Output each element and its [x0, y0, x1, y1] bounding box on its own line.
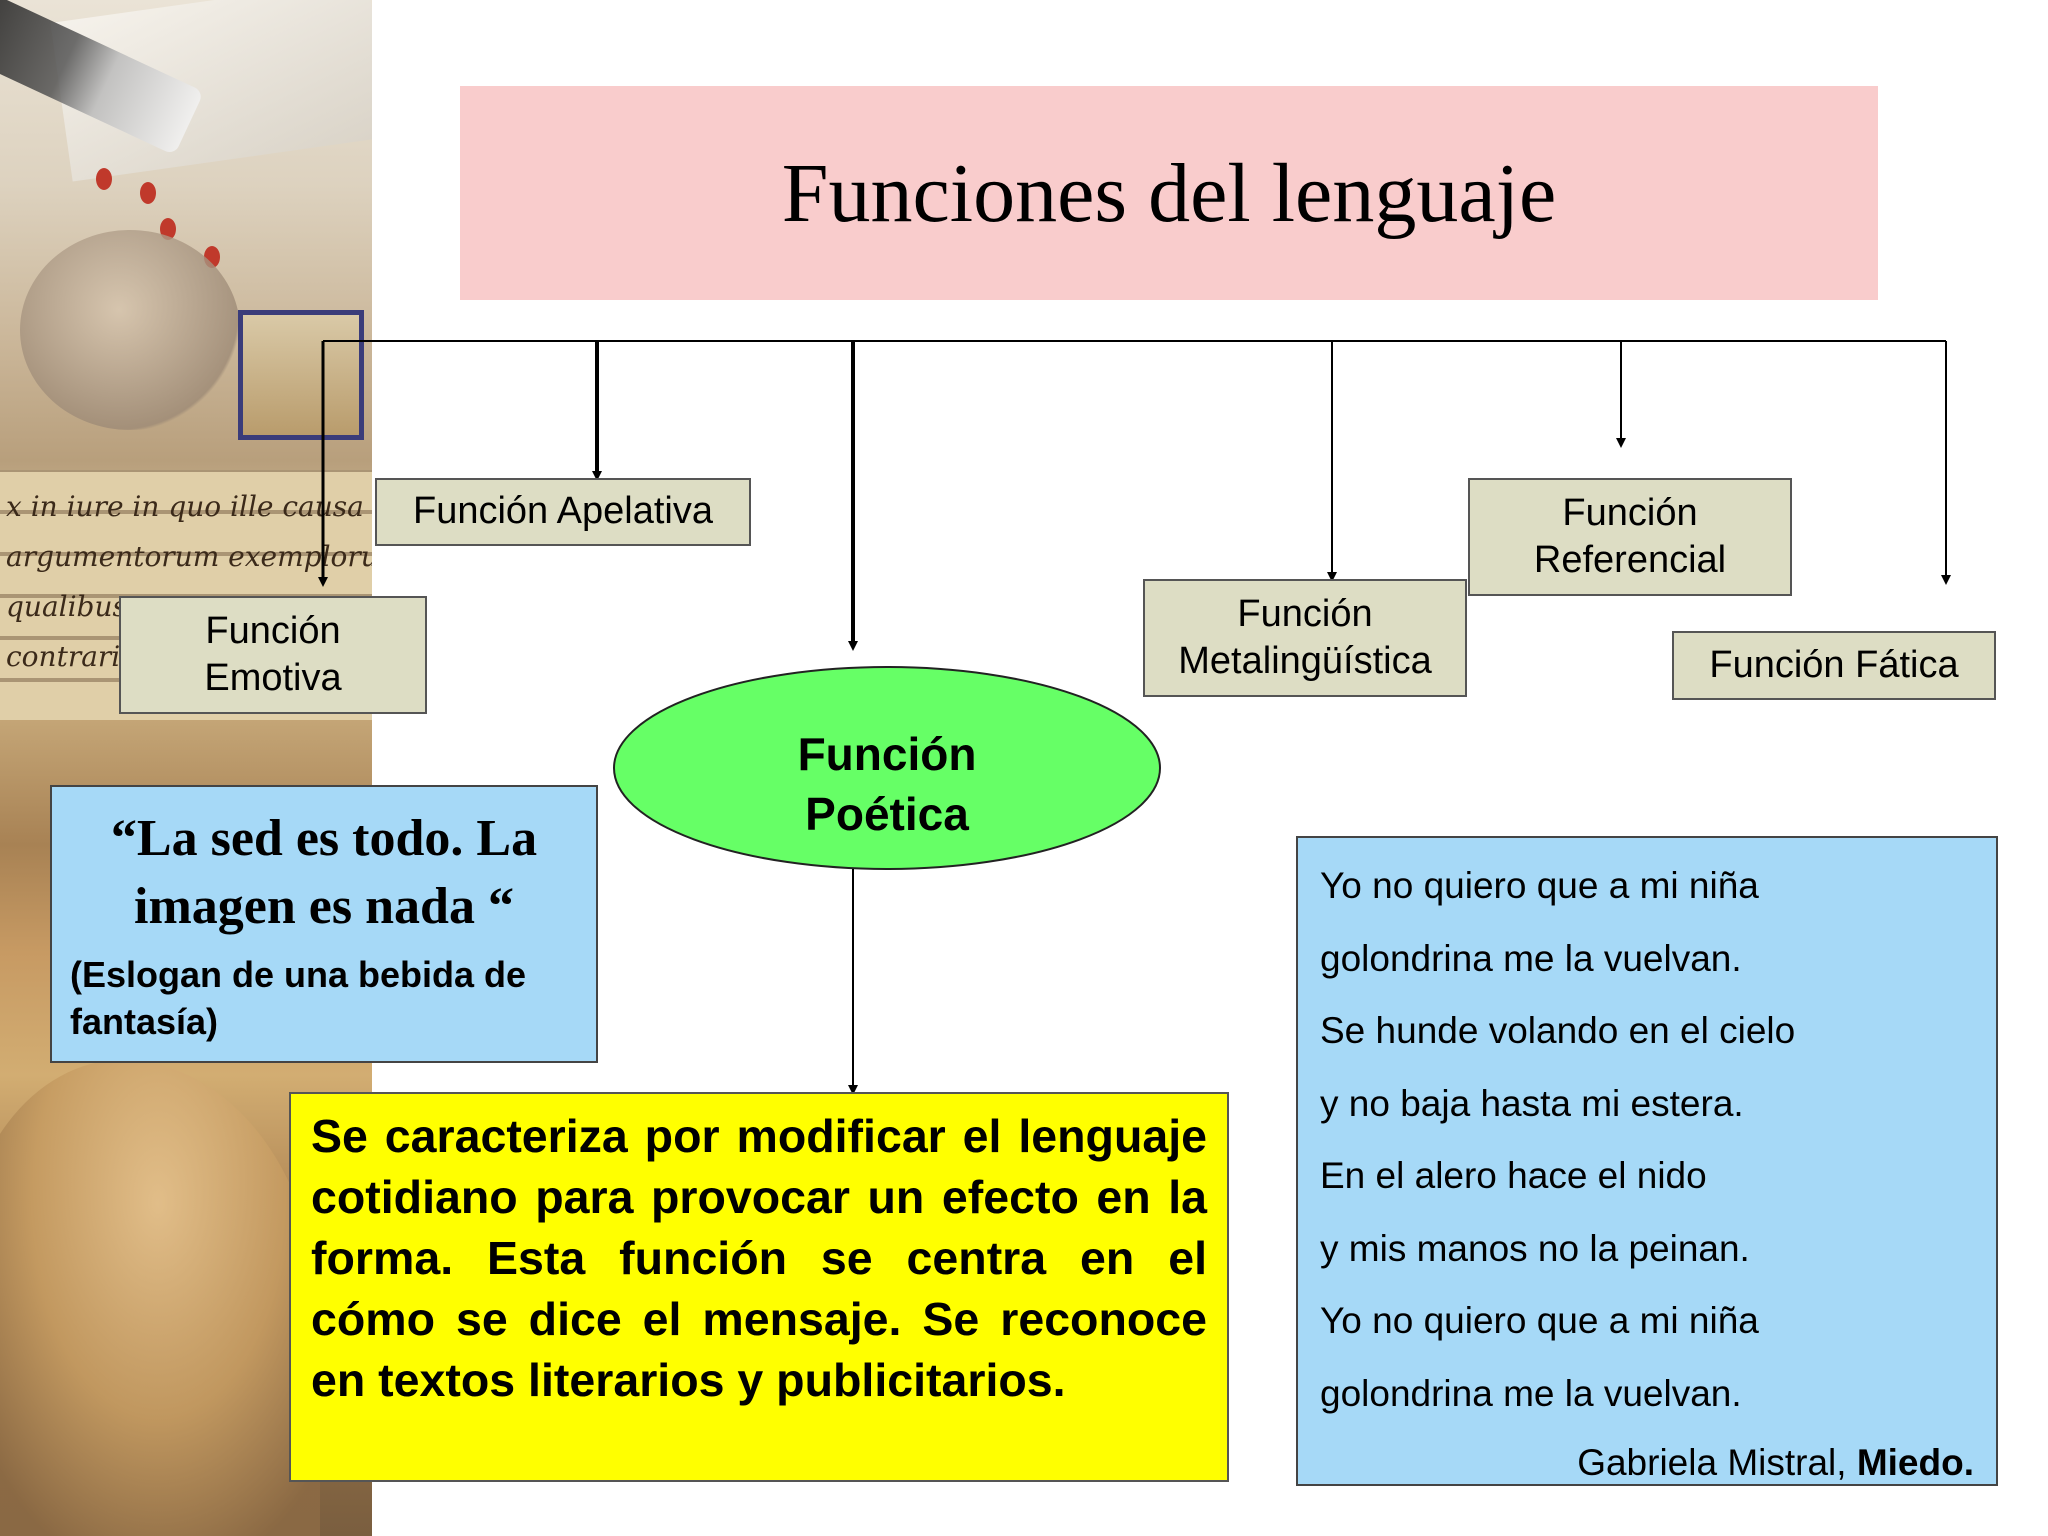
function-apelativa-label: Función Apelativa	[413, 490, 713, 533]
quote-box: “La sed es todo. La imagen es nada “ (Es…	[50, 785, 598, 1063]
poem-line: y mis manos no la peinan.	[1320, 1227, 1750, 1269]
function-poetica-node: Función Poética	[614, 700, 1160, 870]
page-title: Funciones del lenguaje	[781, 146, 1557, 240]
poem-author: Gabriela Mistral,	[1577, 1442, 1847, 1483]
function-emotiva-label: Función	[205, 609, 341, 652]
function-referencial-label: Función	[1562, 491, 1698, 534]
poem-title: Miedo.	[1856, 1442, 1974, 1483]
quote-source: (Eslogan de una bebida de fantasía)	[70, 954, 527, 1042]
petal-image	[96, 168, 112, 190]
description-box: Se caracteriza por modificar el lenguaje…	[289, 1092, 1229, 1482]
petal-image	[140, 182, 156, 204]
poem-box: Yo no quiero que a mi niña golondrina me…	[1296, 836, 1998, 1486]
portrait-image	[20, 230, 240, 430]
function-fatica-label: Función Fática	[1709, 643, 1959, 686]
function-apelativa-box: Función Apelativa	[375, 478, 751, 546]
function-emotiva-label: Emotiva	[204, 657, 342, 699]
manuscript-line: qualibus	[6, 590, 127, 623]
function-referencial-label: Referencial	[1533, 539, 1727, 581]
title-banner: Funciones del lenguaje	[460, 86, 1878, 300]
poem-attribution: Gabriela Mistral, Miedo.	[1320, 1430, 1974, 1496]
function-metalinguistica-label: Metalingüística	[1178, 640, 1432, 682]
manuscript-line: contraria	[6, 640, 137, 673]
function-poetica-label: Función	[797, 728, 977, 781]
poem-line: Yo no quiero que a mi niña	[1320, 865, 1759, 906]
function-metalinguistica-box: Función Metalingüística	[1143, 579, 1467, 697]
quote-text: “La sed es todo. La imagen es nada “	[110, 810, 538, 935]
framed-picture-image	[238, 310, 364, 440]
manuscript-line: argumentorum exemplorum	[6, 540, 372, 573]
poem-line: golondrina me la vuelvan.	[1320, 937, 1742, 979]
poem-line: Se hunde volando en el cielo	[1320, 1010, 1796, 1051]
poem-line: En el alero hace el nido	[1320, 1155, 1707, 1196]
poem-line: golondrina me la vuelvan.	[1320, 1372, 1742, 1414]
poem-line: Yo no quiero que a mi niña	[1320, 1300, 1759, 1341]
manuscript-line: x in iure in quo ille causa	[6, 490, 364, 523]
description-text: Se caracteriza por modificar el lenguaje…	[311, 1110, 1207, 1406]
function-metalinguistica-label: Función	[1237, 592, 1373, 635]
function-referencial-box: Función Referencial	[1468, 478, 1792, 596]
poetica-ellipse	[613, 666, 1161, 870]
function-poetica-label: Poética	[805, 788, 969, 840]
poem-line: y no baja hasta mi estera.	[1320, 1082, 1744, 1124]
function-emotiva-box: Función Emotiva	[119, 596, 427, 714]
function-fatica-box: Función Fática	[1672, 631, 1996, 700]
